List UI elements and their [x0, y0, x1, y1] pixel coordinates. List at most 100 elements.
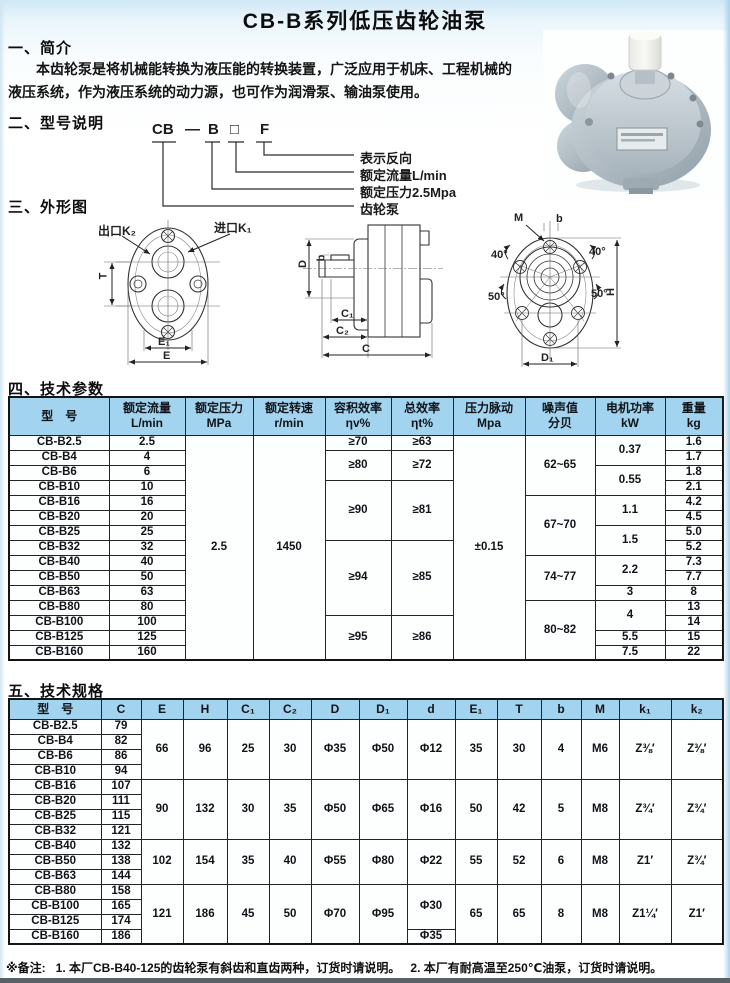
table-cell: Φ50	[358, 718, 408, 780]
dim-label-c1: C₁	[341, 308, 354, 320]
table-cell: 160	[108, 644, 186, 661]
model-code-diagram	[152, 141, 354, 207]
table-cell: CB-B160	[8, 644, 110, 661]
model-code-box: □	[230, 121, 240, 138]
table-cell: 7.7	[664, 569, 724, 586]
section-heading-specs: 五、技术规格	[8, 683, 105, 700]
table-cell: 65	[496, 883, 542, 945]
table-cell: CB-B80	[8, 883, 102, 900]
model-code-cb: CB	[152, 121, 174, 138]
table-cell: Z1¼′	[618, 883, 672, 945]
table-cell: CB-B100	[8, 898, 102, 915]
table-cell: 63	[108, 584, 186, 601]
table-cell: Φ80	[358, 838, 408, 885]
table-cell: 94	[100, 763, 142, 780]
table-cell: 82	[100, 733, 142, 750]
column-header: E₁	[454, 698, 498, 720]
table-cell: M8	[580, 883, 620, 945]
table-cell: 15	[664, 629, 724, 646]
table-cell: ≥85	[390, 539, 454, 616]
column-header: k₁	[618, 698, 672, 720]
table-cell: 80~82	[524, 599, 596, 661]
table-cell: CB-B25	[8, 524, 110, 541]
table-cell: Z¾′	[670, 838, 724, 885]
table-cell: 4	[540, 718, 582, 780]
column-header: 容积效率 ηv%	[324, 396, 392, 436]
dim-label-c: C	[362, 343, 370, 355]
table-cell: ≥70	[324, 434, 392, 451]
table-cell: 1.6	[664, 434, 724, 451]
product-photo	[543, 30, 727, 198]
column-header: b	[540, 698, 582, 720]
note-1: 1. 本厂CB-B40-125的齿轮泵有斜齿和直齿两种，订货时请说明。	[55, 961, 401, 975]
table-cell: 79	[100, 718, 142, 735]
table-cell: 5.0	[664, 524, 724, 541]
column-header: 额定流量 L/min	[108, 396, 186, 436]
table-cell: 25	[226, 718, 270, 780]
table-cell: 4.2	[664, 494, 724, 511]
section-heading-outline: 三、外形图	[8, 199, 89, 216]
table-cell: CB-B50	[8, 569, 110, 586]
table-cell: 4	[594, 599, 666, 631]
table-cell: Z1′	[618, 838, 672, 885]
table-cell: 121	[140, 883, 184, 945]
model-label-flow: 额定流量L/min	[360, 168, 447, 183]
table-cell: CB-B25	[8, 808, 102, 825]
table-cell: 30	[268, 718, 312, 780]
dim-label-d: D	[296, 260, 309, 268]
table-cell: 174	[100, 913, 142, 930]
column-header: M	[580, 698, 620, 720]
table-cell: 5.2	[664, 539, 724, 556]
side-view-drawing	[303, 224, 443, 358]
table-cell: CB-B125	[8, 913, 102, 930]
dim-label-c2: C₂	[336, 325, 349, 337]
table-cell: Φ22	[406, 838, 456, 885]
table-cell: 86	[100, 748, 142, 765]
table-cell: CB-B6	[8, 748, 102, 765]
model-label-reverse: 表示反向	[360, 151, 413, 166]
model-label-pressure: 额定压力2.5Mpa	[360, 185, 457, 200]
table-cell: CB-B40	[8, 554, 110, 571]
table-cell: 90	[140, 778, 184, 840]
table-cell: CB-B4	[8, 733, 102, 750]
column-header: 额定转速 r/min	[252, 396, 326, 436]
column-header: 型 号	[8, 396, 110, 436]
dim-label-40-left: 40°	[491, 249, 508, 261]
table-cell: CB-B63	[8, 868, 102, 885]
dim-label-m: M	[514, 212, 524, 224]
column-header: C₂	[268, 698, 312, 720]
intro-paragraph: 本齿轮泵是将机械能转换为液压能的转换装置，广泛应用于机床、工程机械的液压系统，作…	[8, 61, 512, 100]
column-header: T	[496, 698, 542, 720]
table-cell: 66	[140, 718, 184, 780]
column-header: C₁	[226, 698, 270, 720]
table-cell: Φ50	[310, 778, 360, 840]
table-cell: Z⅜′	[670, 718, 724, 780]
table-cell: ≥80	[324, 449, 392, 481]
table-cell: 102	[140, 838, 184, 885]
table-cell: 154	[182, 838, 228, 885]
table-cell: Φ70	[310, 883, 360, 945]
table-cell: 111	[100, 793, 142, 810]
table-cell: CB-B4	[8, 449, 110, 466]
table-cell: CB-B20	[8, 793, 102, 810]
table-cell: 6	[540, 838, 582, 885]
table-cell: Φ30	[406, 883, 456, 930]
table-cell: M6	[580, 718, 620, 780]
table-cell: 4	[108, 449, 186, 466]
table-cell: 1.5	[594, 524, 666, 556]
column-header: 型 号	[8, 698, 102, 720]
table-cell: 42	[496, 778, 542, 840]
table-cell: CB-B50	[8, 853, 102, 870]
table-cell: 40	[268, 838, 312, 885]
